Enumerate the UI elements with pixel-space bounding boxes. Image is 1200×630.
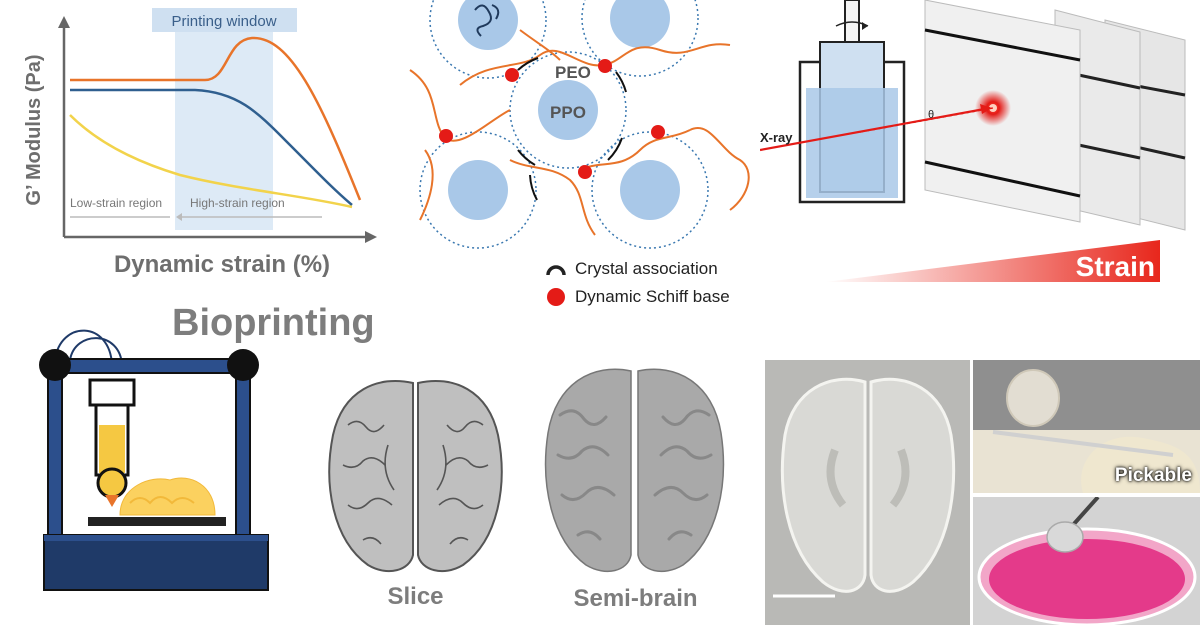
detector-frame-1 [924, 0, 1081, 223]
xray-label: X-ray [760, 130, 793, 145]
schematic-legend: Crystal association Dynamic Schiff base [545, 258, 785, 310]
xray-setup-panel: X-ray θ Strain [760, 0, 1186, 282]
pickable-disc [1006, 369, 1060, 427]
rheometer-cup [798, 0, 906, 204]
micelle-top-left [429, 0, 547, 79]
submerged-disc [1046, 521, 1084, 553]
theta-label: θ [928, 109, 934, 121]
high-strain-arrow-head [176, 213, 182, 221]
printer-frame-top [47, 358, 251, 374]
semi-brain-model [544, 368, 725, 573]
crystal-association-arcs [517, 57, 627, 201]
strain-gradient-wedge [825, 240, 1160, 282]
xray-beam [760, 106, 991, 152]
semibrain-right [637, 368, 725, 573]
micelle-network-schematic: PEO PPO [409, 0, 750, 249]
modulus-strain-plot: Printing window Low-strain region High-s… [23, 8, 377, 278]
slice-left-hemisphere [328, 379, 414, 573]
y-axis-arrow [58, 16, 70, 28]
printing-window-label: Printing window [171, 13, 276, 30]
strain-label: Strain [1076, 251, 1155, 282]
crystal-arc-icon [546, 265, 566, 276]
legend-schiff-label: Dynamic Schiff base [575, 287, 730, 306]
printer-frame-left [47, 364, 63, 556]
printed-slice-shape [765, 360, 970, 625]
high-strain-region-label: High-strain region [190, 196, 285, 210]
legend-item-schiff: Dynamic Schiff base [545, 286, 730, 308]
pickable-label: Pickable [1114, 465, 1192, 486]
printed-slice-photo [765, 360, 970, 625]
pickable-photo: Pickable [973, 360, 1200, 493]
x-axis-label: Dynamic strain (%) [114, 251, 330, 278]
pickable-scene [973, 360, 1200, 493]
bioink-fill [99, 425, 125, 473]
print-bed [88, 517, 226, 526]
printer-cables [54, 329, 123, 366]
micelle-top-right [581, 0, 699, 77]
y-axis-label: G’ Modulus (Pa) [23, 54, 45, 205]
blue-curve [70, 88, 353, 206]
micelle-center: PEO PPO [509, 51, 627, 169]
peo-label: PEO [555, 63, 591, 82]
petri-dish-scene [973, 497, 1200, 625]
pink-medium [989, 539, 1185, 619]
ppo-label: PPO [550, 103, 586, 122]
orange-curve [70, 36, 362, 201]
printer-base [43, 534, 269, 591]
yellow-curve [69, 114, 353, 209]
bioprinting-title: Bioprinting [172, 302, 375, 344]
bioprinter-illustration [39, 329, 269, 591]
semi-brain-label: Semi-brain [573, 585, 698, 612]
x-axis-arrow [365, 231, 377, 243]
printer-frame-right [235, 364, 251, 556]
printer-joint-left [39, 349, 71, 381]
micelle-bottom-right [591, 131, 709, 249]
scattered-beam [859, 107, 994, 133]
slice-label: Slice [387, 583, 444, 610]
nozzle [105, 495, 119, 507]
red-dot-icon [547, 288, 565, 306]
syringe-tip [96, 467, 128, 499]
printhead-holder [88, 378, 136, 407]
slice-right-hemisphere [417, 379, 503, 573]
low-strain-region-label: Low-strain region [70, 196, 162, 210]
legend-crystal-label: Crystal association [575, 259, 718, 278]
printer-joint-right [227, 349, 259, 381]
printing-window-header [152, 8, 297, 32]
printed-brain [119, 477, 216, 516]
micelle-bottom-left [419, 131, 537, 249]
brain-slice-model [328, 379, 503, 573]
semibrain-left [544, 368, 632, 573]
petri-dish-photo [973, 497, 1200, 625]
schiff-base-dots [439, 59, 665, 179]
legend-item-crystal: Crystal association [545, 258, 718, 280]
